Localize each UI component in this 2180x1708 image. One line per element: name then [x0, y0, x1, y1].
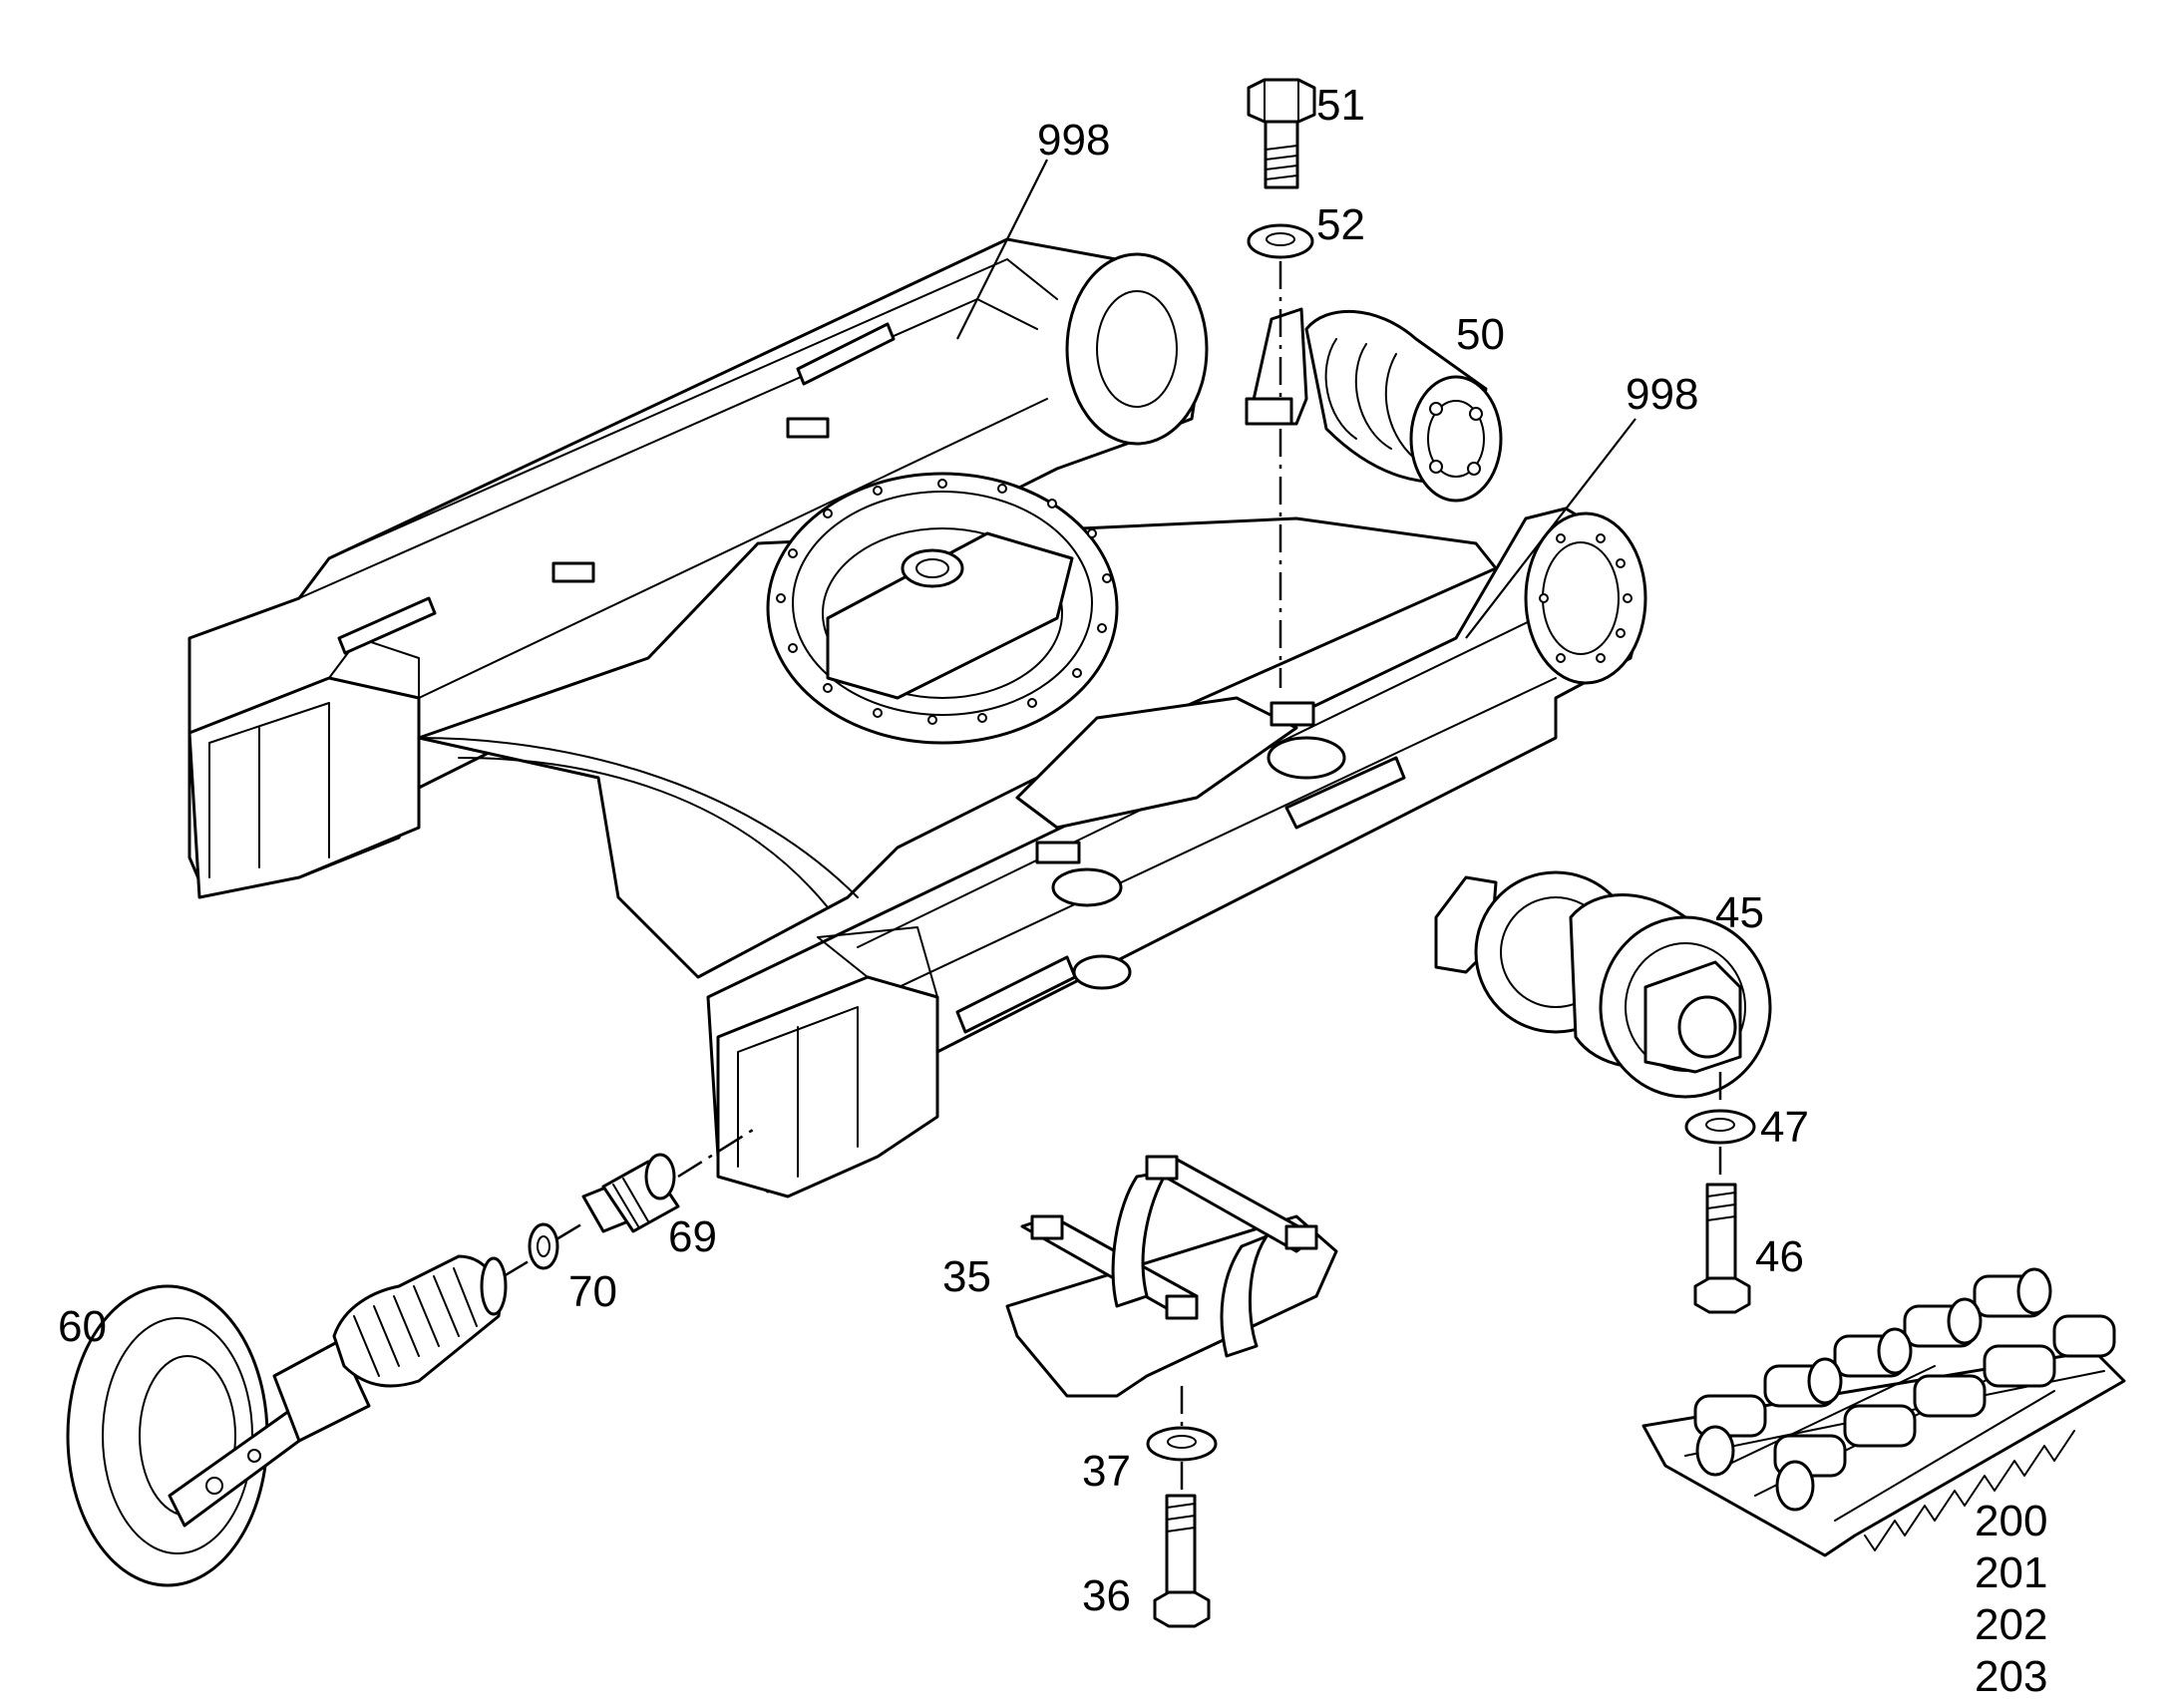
drive-boss-bolt-holes	[1539, 533, 1633, 663]
callout-46: 46	[1755, 1232, 1804, 1281]
track-chain-shoes-parts-200-203	[1641, 1267, 2126, 1557]
callout-998-lower: 998	[1626, 370, 1698, 419]
track-pins	[1695, 1267, 2052, 1512]
callout-52: 52	[1316, 200, 1365, 249]
track-frame-part-998	[187, 237, 1647, 1198]
bolt-part-46	[1693, 1183, 1751, 1314]
callout-35: 35	[942, 1252, 991, 1301]
washer-part-52	[1247, 223, 1314, 259]
callout-37: 37	[1082, 1447, 1131, 1496]
idler-assembly-part-60	[66, 1254, 508, 1587]
callout-47: 47	[1760, 1103, 1809, 1152]
callout-50: 50	[1456, 310, 1505, 359]
callout-203: 203	[1975, 1652, 2047, 1701]
callout-202: 202	[1975, 1600, 2047, 1649]
leader-lines	[956, 159, 1636, 639]
callout-200: 200	[1975, 1497, 2047, 1545]
bolt-part-36	[1153, 1494, 1211, 1628]
washer-part-47	[1684, 1109, 1756, 1145]
assembly-centerlines	[503, 261, 1722, 1491]
adjuster-fitting-part-69	[581, 1153, 680, 1233]
callout-70: 70	[568, 1267, 617, 1316]
track-guard-part-35	[1005, 1155, 1338, 1398]
callout-36: 36	[1082, 1571, 1131, 1620]
callout-labels: 998 51 52 50 998 45 47 46 69 70 60 35 37…	[58, 81, 2047, 1701]
callout-69: 69	[668, 1212, 717, 1261]
bolt-part-51	[1247, 78, 1316, 189]
callout-998-upper: 998	[1037, 116, 1110, 165]
track-roller-part-45	[1434, 870, 1772, 1099]
callout-45: 45	[1715, 888, 1764, 937]
washer-part-37	[1146, 1426, 1218, 1462]
washer-part-70	[528, 1222, 559, 1270]
swing-ring-bolt-holes	[776, 479, 1112, 725]
callout-201: 201	[1975, 1548, 2047, 1597]
callout-51: 51	[1316, 81, 1365, 130]
callout-60: 60	[58, 1302, 107, 1351]
carrier-roller-part-50	[1245, 307, 1503, 503]
